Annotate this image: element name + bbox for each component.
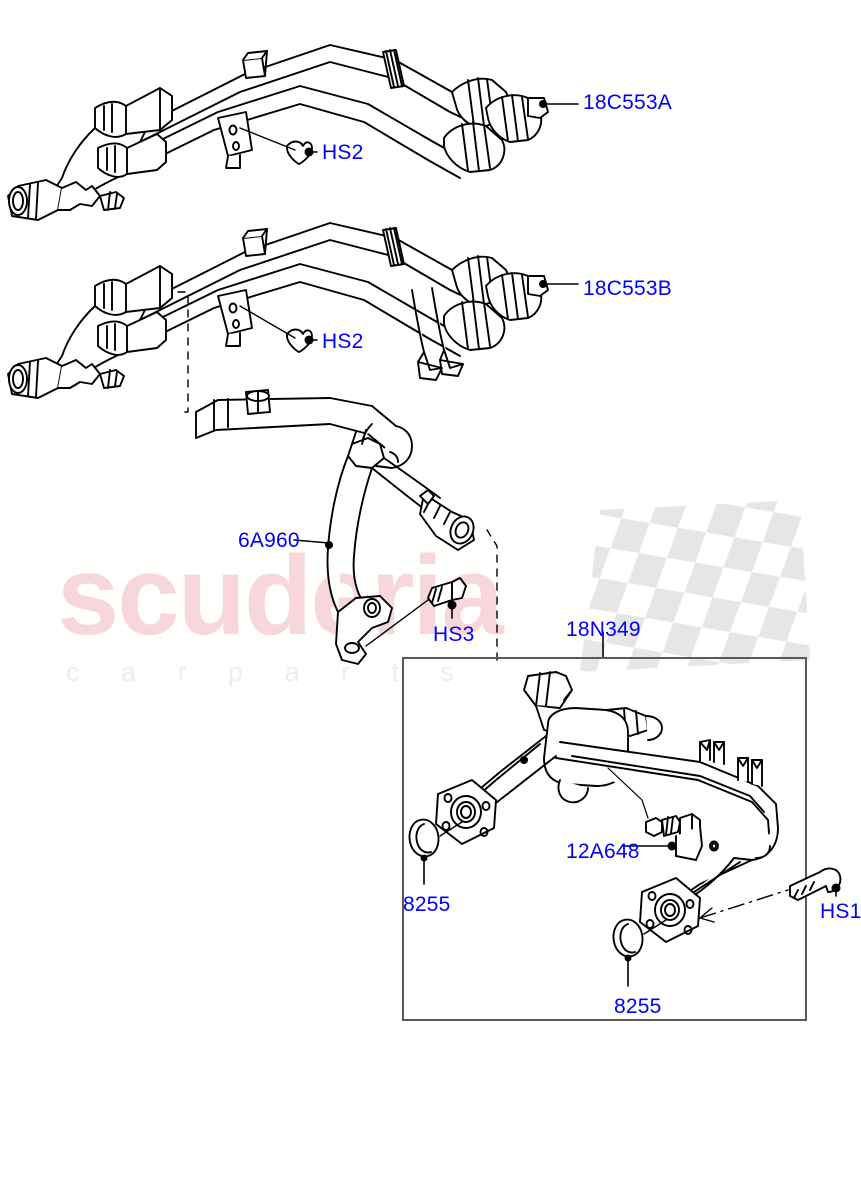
part-label-8255-bottom[interactable]: 8255: [614, 995, 662, 1018]
watermark-tagline-text: c a r p a r t s: [66, 657, 472, 687]
part-label-hs2-upper[interactable]: HS2: [322, 141, 364, 164]
sensor-12a648: [607, 767, 703, 861]
alignment-dash-line-housing: [486, 529, 498, 663]
part-label-8255-left[interactable]: 8255: [403, 893, 451, 916]
part-label-12a648[interactable]: 12A648: [566, 840, 640, 863]
part-label-hs2-lower[interactable]: HS2: [322, 330, 364, 353]
part-label-6a960[interactable]: 6A960: [238, 529, 300, 552]
hose-assembly-18c553a: [7, 44, 579, 221]
part-label-18c553a[interactable]: 18C553A: [583, 91, 672, 114]
part-label-hs3[interactable]: HS3: [433, 623, 475, 646]
part-label-18n349[interactable]: 18N349: [566, 618, 641, 641]
alignment-dash-line: [177, 291, 189, 413]
part-label-hs1[interactable]: HS1: [820, 900, 861, 923]
thermostat-housing-18n349: [408, 671, 842, 987]
water-pipe-6a960: [195, 389, 475, 665]
part-label-18c553b[interactable]: 18C553B: [583, 277, 672, 300]
hose-assembly-18c553b: [7, 222, 579, 399]
part-group-box-18n349: [402, 657, 807, 1021]
bolt-hs1: [699, 867, 842, 923]
